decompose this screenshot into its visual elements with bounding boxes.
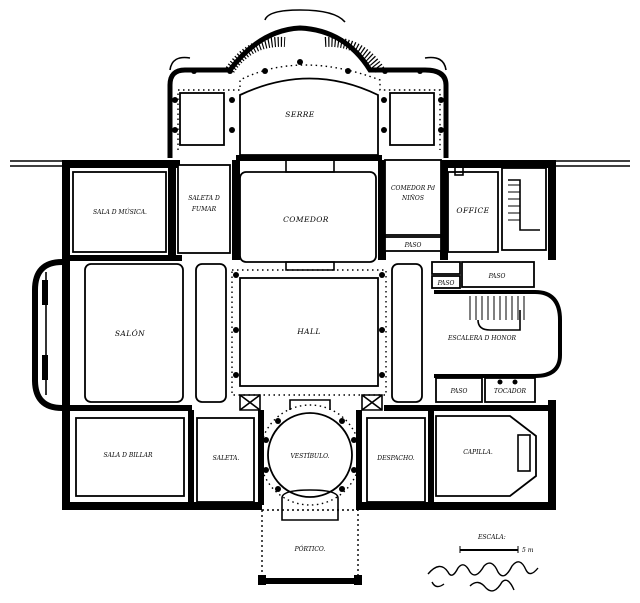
- portico: [258, 509, 362, 585]
- label-office: OFFICE: [456, 206, 489, 215]
- middle-row-rooms: [32, 259, 562, 411]
- label-salon: SALÓN: [115, 329, 145, 338]
- serre-block: [167, 9, 449, 161]
- scale-label: ESCALA:: [477, 534, 506, 541]
- label-comedor: COMEDOR: [283, 215, 329, 224]
- label-escalera: ESCALERA D HONOR: [447, 335, 517, 342]
- label-sala-billar: SALA D BILLAR: [104, 452, 153, 459]
- label-paso-4: PASO: [450, 388, 468, 395]
- vestibule-columns: [263, 418, 357, 492]
- scale-bar: ESCALA: 5 m: [459, 534, 534, 554]
- label-paso-2: PASO: [488, 273, 506, 280]
- architect-signature: [427, 561, 539, 592]
- label-vestibulo: VESTÍBULO.: [290, 452, 329, 460]
- label-paso-1: PASO: [404, 242, 422, 249]
- label-saleta-fumar-1: SALETA D: [188, 195, 220, 202]
- label-despacho: DESPACHO.: [376, 455, 415, 462]
- room-labels: SERRE SALA D MÚSICA. SALETA D FUMAR COME…: [93, 110, 526, 553]
- bottom-row-rooms: [75, 394, 537, 521]
- label-paso-3: PASO: [437, 280, 455, 287]
- ground-lines: [10, 160, 630, 167]
- label-tocador: TOCADOR: [494, 388, 527, 395]
- label-serre: SERRE: [285, 110, 315, 119]
- label-sala-musica: SALA D MÚSICA.: [93, 208, 147, 216]
- label-portico: PÓRTICO.: [294, 545, 326, 553]
- scale-unit: 5 m: [522, 547, 534, 554]
- top-row-rooms: [72, 159, 547, 271]
- label-comedor-ninos-2: NIÑOS: [401, 194, 424, 202]
- label-saleta-fumar-2: FUMAR: [191, 206, 217, 213]
- main-walls: [62, 160, 556, 510]
- label-hall: HALL: [296, 327, 321, 336]
- label-comedor-ninos-1: COMEDOR Pd: [391, 185, 435, 192]
- label-capilla: CAPILLA.: [463, 449, 493, 456]
- label-saleta: SALETA.: [213, 455, 240, 462]
- interior-columns: [233, 272, 385, 378]
